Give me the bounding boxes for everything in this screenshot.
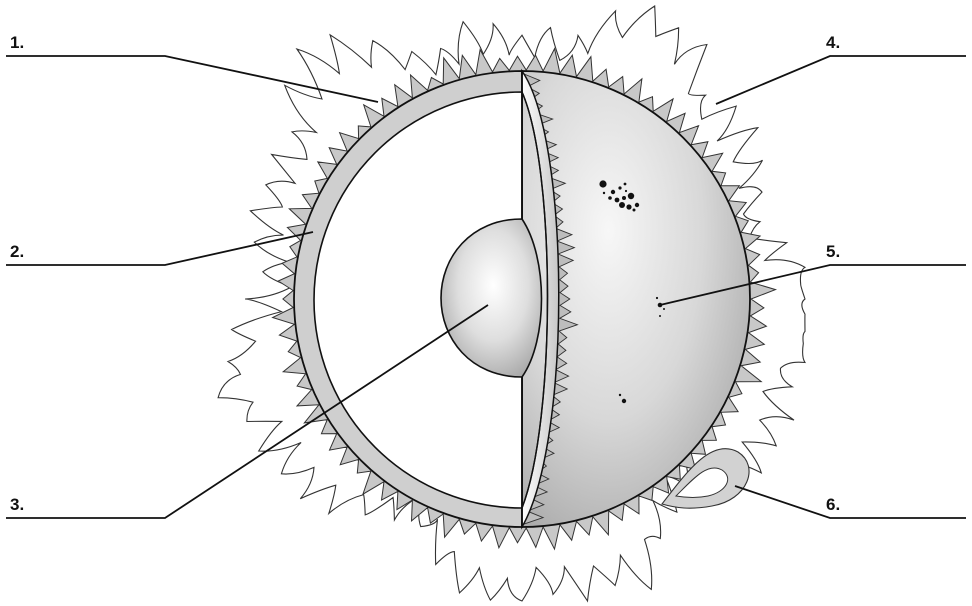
leader-line-6 <box>735 486 966 518</box>
label-4: 4. <box>826 33 840 52</box>
label-1: 1. <box>10 33 24 52</box>
label-2: 2. <box>10 242 24 261</box>
label-3: 3. <box>10 495 24 514</box>
leader-line-4 <box>716 56 966 104</box>
label-6: 6. <box>826 495 840 514</box>
label-5: 5. <box>826 242 840 261</box>
